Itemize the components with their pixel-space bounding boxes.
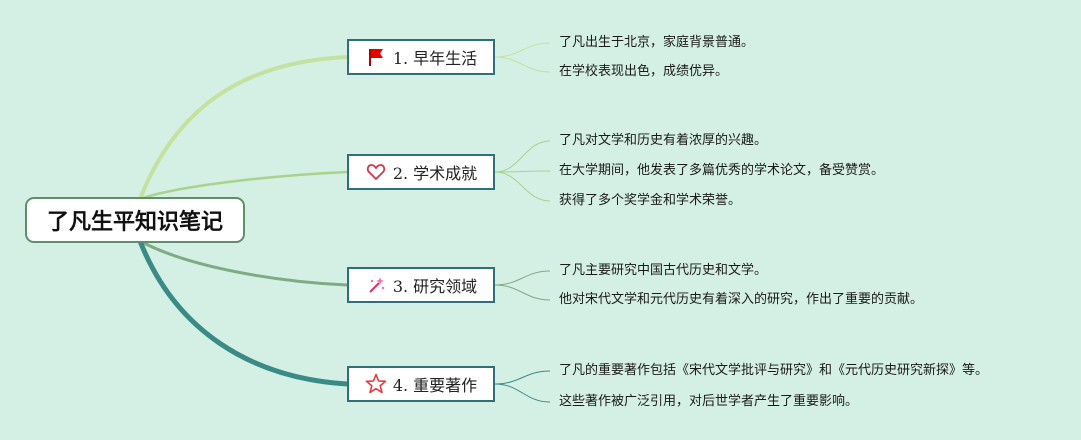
connector-leaf-3-1	[494, 270, 551, 286]
leaf-early-life-2: 在学校表现出色，成绩优异。	[559, 64, 729, 79]
red-flag-icon	[365, 46, 387, 68]
leaf-research-1: 了凡主要研究中国古代历史和文学。	[559, 263, 768, 278]
magic-wand-icon	[365, 274, 387, 296]
connector-leaf-1-1	[494, 42, 551, 58]
leaf-research-2: 他对宋代文学和元代历史有着深入的研究，作出了重要的贡献。	[559, 292, 924, 307]
connector-leaf-4-2	[494, 383, 551, 403]
connector-leaf-1-2	[494, 56, 551, 73]
branch-major-works[interactable]: 4. 重要著作	[347, 366, 495, 402]
connector-branch-3	[139, 239, 348, 287]
branch-research-areas[interactable]: 3. 研究领域	[347, 267, 495, 303]
star-icon	[365, 373, 387, 395]
branch-research-areas-label: 3. 研究领域	[392, 277, 478, 296]
branch-academic-achievements[interactable]: 2. 学术成就	[347, 154, 495, 190]
connector-leaf-3-2	[494, 284, 551, 301]
connector-branch-2	[139, 170, 348, 201]
leaf-academic-1: 了凡对文学和历史有着浓厚的兴趣。	[559, 133, 768, 148]
branch-academic-achievements-label: 2. 学术成就	[392, 164, 478, 183]
heart-icon	[365, 161, 387, 183]
root-topic-label: 了凡生平知识笔记	[46, 210, 223, 235]
branch-major-works-label: 4. 重要著作	[392, 376, 478, 395]
leaf-academic-3: 获得了多个奖学金和学术荣誉。	[559, 193, 742, 208]
branch-early-life-label: 1. 早年生活	[392, 49, 478, 68]
connector-leaf-2-3	[494, 171, 551, 202]
leaf-works-1: 了凡的重要著作包括《宋代文学批评与研究》和《元代历史研究新探》等。	[559, 363, 989, 378]
leaf-academic-2: 在大学期间，他发表了多篇优秀的学术论文，备受赞赏。	[559, 163, 885, 178]
root-topic[interactable]: 了凡生平知识笔记	[25, 197, 245, 243]
leaf-works-2: 这些著作被广泛引用，对后世学者产生了重要影响。	[559, 394, 859, 409]
connector-leaf-4-1	[494, 370, 551, 385]
connector-leaf-2-2	[494, 170, 551, 173]
connector-branch-1	[138, 55, 348, 200]
connector-leaf-2-1	[494, 140, 551, 173]
branch-early-life[interactable]: 1. 早年生活	[347, 39, 495, 75]
leaf-early-life-1: 了凡出生于北京，家庭背景普通。	[559, 35, 755, 50]
connector-branch-4	[137, 240, 348, 387]
